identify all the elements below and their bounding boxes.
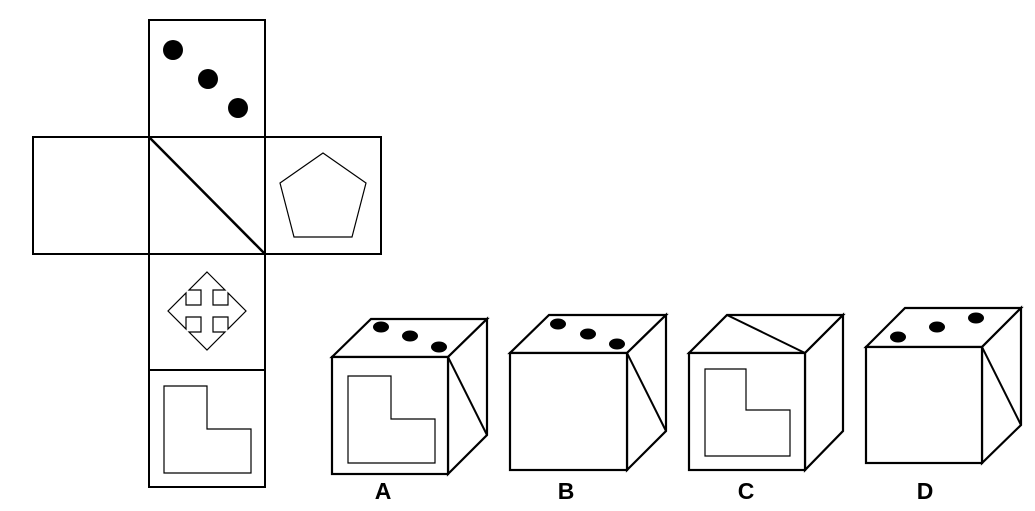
net-face-top <box>148 19 266 138</box>
pentagon-icon <box>279 152 367 238</box>
diagonal-line <box>148 136 266 255</box>
dot-icon <box>198 69 218 89</box>
cube-front-face <box>864 345 984 465</box>
option-d-label[interactable]: D <box>916 478 934 504</box>
net-face-right <box>264 136 382 255</box>
cube-net <box>32 19 382 488</box>
dot-icon <box>228 98 248 118</box>
l-shape-icon <box>347 375 436 464</box>
option-a-label[interactable]: A <box>374 478 392 504</box>
net-face-bottom <box>148 369 266 488</box>
cube-front-face <box>508 351 629 472</box>
option-a-cube[interactable] <box>329 316 490 477</box>
option-d-cube[interactable] <box>863 305 1024 466</box>
diagonal-line <box>981 346 1022 426</box>
net-face-center <box>148 136 266 255</box>
dot-icon <box>163 40 183 60</box>
dot-icon <box>580 328 596 340</box>
diagonal-line <box>626 352 667 432</box>
dot-icon <box>890 331 906 343</box>
four-way-arrows-icon <box>167 271 247 351</box>
dot-icon <box>373 321 389 333</box>
dot-icon <box>968 312 984 324</box>
diagonal-line <box>726 314 806 354</box>
net-face-middle-lower <box>148 253 266 371</box>
option-c-label[interactable]: C <box>737 478 755 504</box>
diagonal-line <box>447 356 488 436</box>
dot-icon <box>431 341 447 353</box>
l-shape-icon <box>704 368 791 457</box>
dot-icon <box>929 321 945 333</box>
net-face-left <box>32 136 150 255</box>
cube-front-face <box>687 351 807 472</box>
dot-icon <box>609 338 625 350</box>
dot-icon <box>402 330 418 342</box>
option-b-label[interactable]: B <box>557 478 575 504</box>
dot-icon <box>550 318 566 330</box>
cube-front-face <box>330 355 450 476</box>
option-b-cube[interactable] <box>507 312 669 473</box>
l-shape-icon <box>163 385 252 474</box>
option-c-cube[interactable] <box>686 312 846 473</box>
